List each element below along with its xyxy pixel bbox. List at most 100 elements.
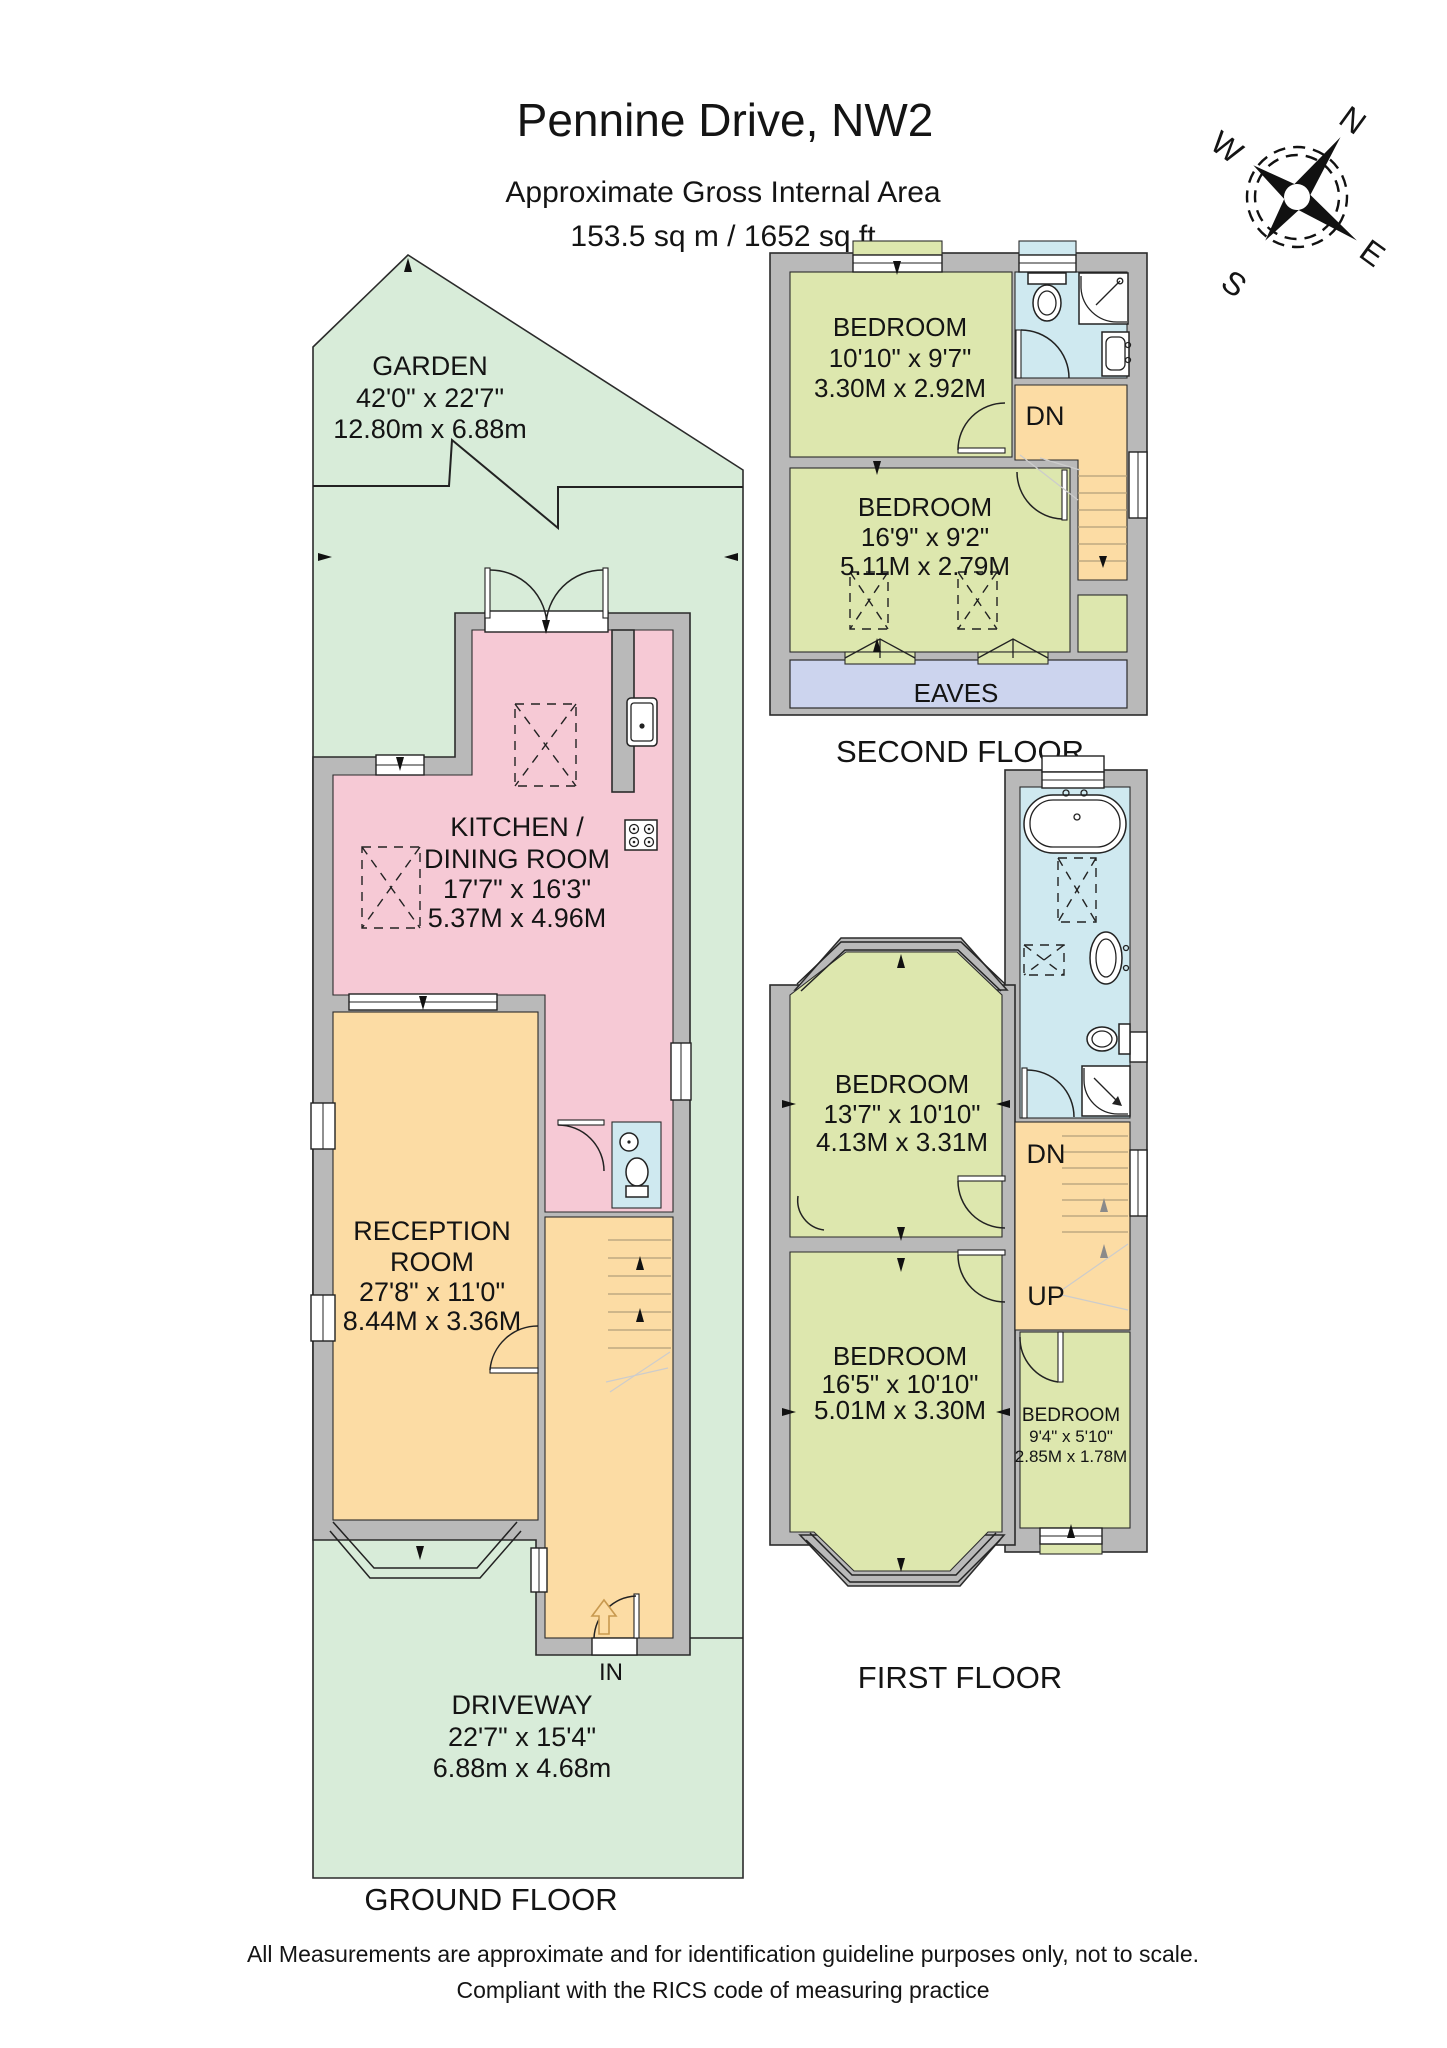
reception-metric: 8.44M x 3.36M bbox=[343, 1306, 522, 1336]
compass-south: S bbox=[1215, 263, 1253, 305]
measure-tick bbox=[897, 1558, 905, 1572]
entrance-door bbox=[591, 1593, 640, 1656]
ground-floor-label: GROUND FLOOR bbox=[364, 1882, 617, 1917]
ff-bedroom-middle bbox=[789, 1251, 1003, 1572]
ff-closet-door-arc bbox=[796, 1195, 825, 1231]
bathtub-icon bbox=[1023, 789, 1127, 854]
sf-bedroom-rear-door-arc bbox=[1016, 469, 1068, 521]
sf-landing bbox=[1014, 384, 1128, 581]
measure-tick bbox=[996, 1100, 1010, 1108]
kitchen-metric: 5.37M x 4.96M bbox=[428, 903, 607, 933]
measure-tick bbox=[873, 638, 881, 652]
reception-door-arc bbox=[489, 1325, 539, 1374]
ff-landing bbox=[1014, 1121, 1131, 1331]
wardrobe-box bbox=[957, 571, 998, 630]
sf-toilet-icon bbox=[1027, 272, 1067, 322]
sf-bedroom-front-name: BEDROOM bbox=[833, 312, 967, 342]
reception-side-window bbox=[310, 1294, 336, 1342]
entrance-in-label: IN bbox=[599, 1659, 623, 1686]
wc-toilet-icon bbox=[625, 1157, 649, 1198]
measure-tick bbox=[782, 1100, 796, 1108]
page-subtitle: Approximate Gross Internal Area bbox=[505, 176, 941, 209]
garden-metric: 12.80m x 6.88m bbox=[333, 414, 527, 444]
garden-fence-line bbox=[313, 437, 743, 531]
sf-bedroom-rear-name: BEDROOM bbox=[858, 492, 992, 522]
sf-stairs-dn-label: DN bbox=[1026, 401, 1065, 431]
compass-north: N bbox=[1333, 99, 1373, 142]
ff-bay-window-top bbox=[796, 941, 1006, 992]
measure-tick bbox=[893, 261, 901, 275]
ff-sink-icon bbox=[1089, 931, 1130, 985]
hallway bbox=[544, 1216, 674, 1639]
sf-bedroom-front-door-arc bbox=[957, 402, 1006, 454]
reception-side-window bbox=[310, 1102, 336, 1150]
ground-floor-plan: GARDEN 42'0" x 22'7" 12.80m x 6.88m KITC… bbox=[310, 253, 744, 1917]
sf-bathroom-window bbox=[1018, 240, 1077, 273]
ff-toilet-icon bbox=[1086, 1023, 1131, 1055]
ff-bathroom-top-window bbox=[1041, 755, 1105, 789]
ff-bedroom-small-imperial: 9'4" x 5'10" bbox=[1029, 1427, 1113, 1446]
hall-front-window bbox=[530, 1547, 548, 1593]
driveway-metric: 6.88m x 4.68m bbox=[433, 1753, 612, 1783]
ff-shower-icon bbox=[1081, 1065, 1131, 1117]
ff-bedroom-middle-metric: 5.01M x 3.30M bbox=[814, 1395, 986, 1425]
driveway-name: DRIVEWAY bbox=[451, 1690, 592, 1720]
measure-tick bbox=[318, 553, 332, 561]
ff-bedroom-front bbox=[789, 951, 1003, 1238]
ff-bedroom-small-metric: 2.85M x 1.78M bbox=[1015, 1447, 1127, 1466]
reception-name-line2: ROOM bbox=[390, 1247, 474, 1277]
measure-tick bbox=[416, 1546, 424, 1560]
wardrobe-box bbox=[849, 571, 889, 630]
skylight-box bbox=[361, 846, 421, 929]
kitchen-name-line1: KITCHEN / bbox=[450, 812, 584, 842]
sf-bedroom-rear-ext bbox=[1077, 594, 1128, 653]
sf-bathroom-door-arc bbox=[1015, 329, 1070, 379]
staircase-first bbox=[1061, 1135, 1129, 1311]
bay-window bbox=[329, 1521, 522, 1579]
footer-disclaimer-line1: All Measurements are approximate and for… bbox=[247, 1941, 1199, 1967]
reception-name-line1: RECEPTION bbox=[353, 1216, 511, 1246]
ff-bay-window-bottom bbox=[805, 1532, 1001, 1583]
entrance-arrow-icon bbox=[590, 1598, 618, 1635]
ff-bedroom-front-name: BEDROOM bbox=[835, 1069, 969, 1099]
ff-bedroom-small-door-arc bbox=[1019, 1331, 1064, 1383]
sf-shower-icon bbox=[1078, 272, 1129, 325]
ff-stairs-dn-label: DN bbox=[1027, 1139, 1066, 1169]
page-area: 153.5 sq m / 1652 sq ft bbox=[570, 220, 876, 253]
first-floor-label: FIRST FLOOR bbox=[858, 1660, 1062, 1695]
compass-east: E bbox=[1353, 232, 1391, 274]
footer-disclaimer-line2: Compliant with the RICS code of measurin… bbox=[456, 1977, 989, 2003]
sf-bedroom-front-imperial: 10'10" x 9'7" bbox=[829, 343, 972, 373]
staircase-ground bbox=[605, 1239, 671, 1393]
sf-bedroom-rear-metric: 5.11M x 2.79M bbox=[840, 551, 1010, 581]
measure-tick bbox=[419, 996, 427, 1010]
ff-bedroom-small bbox=[1019, 1331, 1131, 1529]
compass-west: W bbox=[1204, 124, 1250, 171]
dormer-window-mark bbox=[977, 638, 1049, 665]
measure-tick bbox=[396, 757, 404, 771]
page-title: Pennine Drive, NW2 bbox=[517, 94, 934, 146]
ff-bedroom-middle-imperial: 16'5" x 10'10" bbox=[821, 1369, 978, 1399]
measure-tick bbox=[724, 553, 738, 561]
corridor-side-window bbox=[670, 1042, 692, 1101]
reception-imperial: 27'8" x 11'0" bbox=[359, 1277, 505, 1307]
ff-bathroom-side-window bbox=[1129, 1031, 1148, 1063]
ff-bedroom-middle-name: BEDROOM bbox=[833, 1341, 967, 1371]
sf-bedroom-rear-imperial: 16'9" x 9'2" bbox=[861, 522, 989, 552]
ff-bathroom-door-arc bbox=[1021, 1067, 1075, 1119]
second-floor-plan: BEDROOM 10'10" x 9'7" 3.30M x 2.92M BEDR… bbox=[769, 240, 1148, 769]
sink-icon bbox=[626, 697, 658, 747]
kitchen-name-line2: DINING ROOM bbox=[424, 844, 610, 874]
measure-tick bbox=[897, 1227, 905, 1241]
ff-bedroom-small-name: BEDROOM bbox=[1022, 1405, 1120, 1426]
sf-stair-window bbox=[1128, 451, 1148, 519]
sf-bedroom-front bbox=[789, 271, 1013, 458]
measure-tick bbox=[897, 1258, 905, 1272]
ff-landing-window bbox=[1129, 1149, 1148, 1217]
measure-tick bbox=[897, 954, 905, 968]
ff-bedroom-front-imperial: 13'7" x 10'10" bbox=[823, 1099, 980, 1129]
measure-tick bbox=[782, 1408, 796, 1416]
compass-icon: N E S W bbox=[1204, 99, 1392, 305]
